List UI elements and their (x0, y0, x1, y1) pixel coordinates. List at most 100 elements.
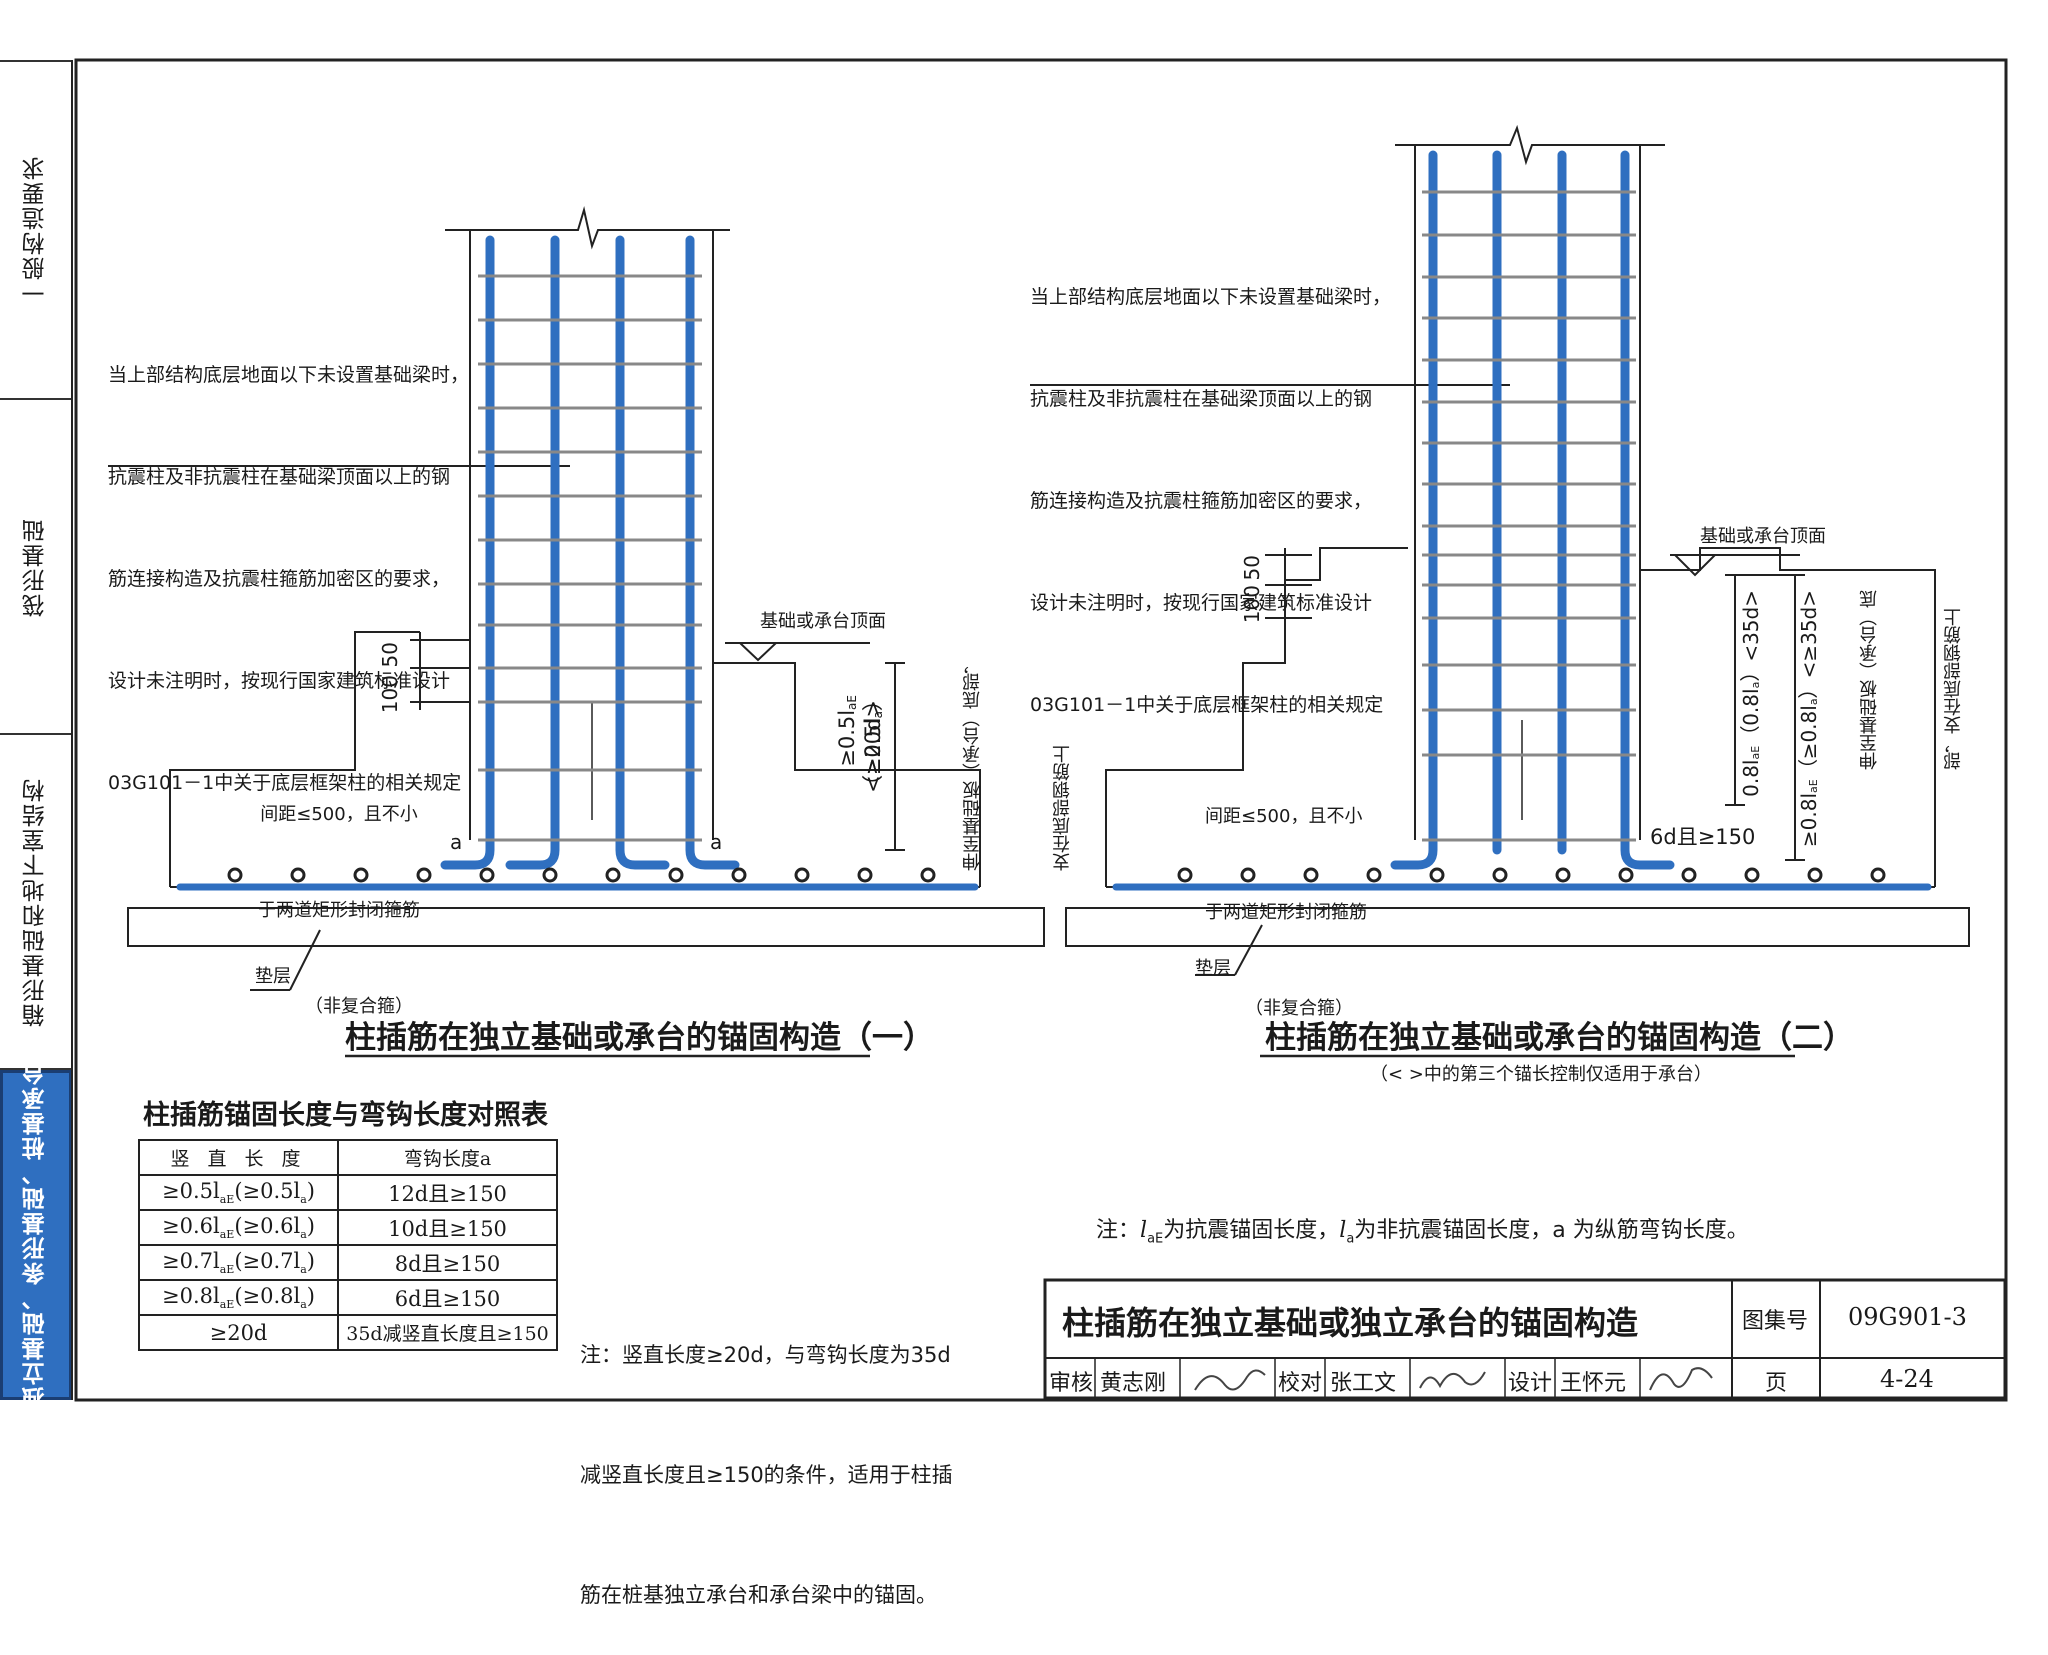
table-cell: 10d且≥150 (337, 1209, 558, 1246)
figure2-spacing: 间距≤500，且不小 于两道矩形封闭箍筋 （非复合箍） (1205, 737, 1367, 1057)
figure1-note: 当上部结构底层地面以下未设置基础梁时， 抗震柱及非抗震柱在基础梁顶面以上的钢 筋… (108, 290, 469, 834)
figure2-rebars (1112, 150, 1932, 891)
cell-text: ) (306, 1248, 315, 1273)
figure1-ties (478, 274, 702, 842)
figure2-anchor-length: 0.8laE（0.8la）<35d> (1712, 590, 1769, 810)
note-line: 筋连接构造及抗震柱箍筋加密区的要求， (1030, 490, 1373, 512)
cell-sub: aE (219, 1228, 235, 1242)
figure2-anchor-desc: 伸至基础板（承台）底 部，支在底部钢筋上 (1800, 590, 1996, 770)
table-title: 柱插筋锚固长度与弯钩长度对照表 (143, 1100, 548, 1131)
sidebar-item-raft[interactable]: 筏形基础 (0, 400, 72, 735)
note-text: 为抗震锚固长度， (1163, 1218, 1340, 1243)
sidebar-item-isolated[interactable]: 独立基础、条形基础、桩基承台 (0, 1060, 72, 1410)
spacing-line: （非复合箍） (1245, 998, 1353, 1019)
table-header: 弯钩长度a (337, 1139, 558, 1176)
cell-text: ≥0.6l (162, 1213, 220, 1238)
cell-sub: aE (219, 1193, 235, 1207)
cell-sub: a (300, 1263, 307, 1277)
note-line: 03G101－1中关于底层框架柱的相关规定 (1030, 694, 1384, 716)
cell-text: ≥0.5l (162, 1178, 220, 1203)
cell-sub: a (300, 1193, 307, 1207)
figure1-anchor-20d: <≥20d> (861, 700, 885, 793)
note-line: 筋连接构造及抗震柱箍筋加密区的要求， (108, 568, 451, 590)
figure1-rebars (176, 235, 979, 891)
main-note: 注：laE为抗震锚固长度，la为非抗震锚固长度，a 为纵筋弯钩长度。 (1082, 1180, 1749, 1256)
figure2-dim-100: 100 (1240, 585, 1264, 624)
table-cell: ≥20d (138, 1314, 339, 1351)
table-cell: ≥0.8laE(≥0.8la) (138, 1279, 339, 1316)
note-line: 当上部结构底层地面以下未设置基础梁时， (108, 364, 470, 386)
note-symbol: l (1339, 1218, 1347, 1243)
note-line: 抗震柱及非抗震柱在基础梁顶面以上的钢 (1030, 388, 1373, 410)
note-symbol: l (1140, 1218, 1148, 1243)
note-line: 减竖直长度且≥150的条件，适用于柱插 (580, 1463, 953, 1487)
cell-sub: a (300, 1228, 307, 1242)
spacing-line: 间距≤500，且不小 (260, 804, 418, 825)
figure1-dim-50: 50 (378, 642, 402, 668)
cell-text: (≥0.7l (234, 1248, 301, 1273)
spacing-line: 间距≤500，且不小 (1205, 806, 1363, 827)
note-text: a 为纵筋弯钩长度。 (1552, 1218, 1749, 1243)
table-cell: 6d且≥150 (337, 1279, 558, 1316)
table-cell: 35d减竖直长度且≥150 (337, 1314, 558, 1351)
figure1-title: 柱插筋在独立基础或承台的锚固构造（一） (345, 1020, 934, 1056)
cell-text: ≥0.7l (162, 1248, 220, 1273)
figure1-dim-100: 100 (378, 675, 402, 714)
anchor-desc-line: 伸至基础板（承台）底部， (962, 655, 983, 871)
anchor-sub: a (1749, 681, 1762, 689)
figure2-top-label: 基础或承台顶面 (1700, 526, 1826, 547)
figure2-subtitle: （< >中的第三个锚长控制仅适用于承台） (1370, 1064, 1712, 1085)
table-cell: ≥0.6laE(≥0.6la) (138, 1209, 339, 1246)
note-line: 设计未注明时，按现行国家建筑标准设计 (1030, 592, 1373, 614)
review-label: 审核 (1049, 1371, 1094, 1396)
figure2-note: 当上部结构底层地面以下未设置基础梁时， 抗震柱及非抗震柱在基础梁顶面以上的钢 筋… (1030, 212, 1391, 756)
table-cell: ≥0.7laE(≥0.7la) (138, 1244, 339, 1281)
atlas-number: 09G901-3 (1848, 1303, 1967, 1331)
cell-text: (≥0.6l (234, 1213, 301, 1238)
cell-sub: aE (219, 1298, 235, 1312)
sidebar-item-box[interactable]: 箱形基础和地下室结构 (0, 735, 72, 1070)
table-header-row: 竖 直 长 度 弯钩长度a (138, 1139, 558, 1176)
anchor-sub: aE (1807, 779, 1820, 793)
cell-text: (≥0.8l (234, 1283, 301, 1308)
table-row: ≥20d 35d减竖直长度且≥150 (138, 1314, 558, 1351)
figure1-hook-a-right: a (710, 830, 723, 854)
cell-text: (≥0.5l (234, 1178, 301, 1203)
figure2-ties (1422, 190, 1636, 842)
cell-sub: aE (219, 1263, 235, 1277)
table-header: 竖 直 长 度 (138, 1139, 339, 1176)
note-sub: aE (1147, 1231, 1164, 1247)
figure1-pad-label: 垫层 (255, 966, 291, 987)
figure2-dim-50: 50 (1240, 555, 1264, 581)
table-row: ≥0.8laE(≥0.8la) 6d且≥150 (138, 1279, 558, 1316)
spacing-line: （非复合箍） (305, 996, 413, 1017)
figure2-title: 柱插筋在独立基础或承台的锚固构造（二） (1265, 1020, 1854, 1056)
figure1-top-label: 基础或承台顶面 (760, 611, 886, 632)
table-row: ≥0.7laE(≥0.7la) 8d且≥150 (138, 1244, 558, 1281)
cell-text: ) (306, 1213, 315, 1238)
cell-text: ) (306, 1178, 315, 1203)
anchor-text: 0.8l (1739, 759, 1763, 797)
note-line: 设计未注明时，按现行国家建筑标准设计 (108, 670, 451, 692)
table-row: ≥0.5laE(≥0.5la) 12d且≥150 (138, 1174, 558, 1211)
note-sub: a (1346, 1231, 1355, 1247)
spacing-line: 于两道矩形封闭箍筋 (258, 900, 420, 921)
anchor-text: （0.8l (1739, 688, 1763, 746)
table-row: ≥0.6laE(≥0.6la) 10d且≥150 (138, 1209, 558, 1246)
title-block-title: 柱插筋在独立基础或独立承台的锚固构造 (1062, 1304, 1639, 1342)
drawing-sheet (71, 58, 2008, 1402)
atlas-label: 图集号 (1742, 1309, 1809, 1334)
note-text: 为非抗震锚固长度， (1354, 1218, 1553, 1243)
figure1-hook-a-left: a (450, 830, 463, 854)
page-number: 4-24 (1880, 1365, 1934, 1393)
figure2-hook-label: 6d且≥150 (1650, 825, 1756, 849)
anchor-text: ≥0.8l (1797, 793, 1821, 848)
sidebar-item-general[interactable]: 一般构造要求 (0, 60, 72, 400)
anchor-sub: aE (1749, 745, 1762, 760)
table-cell: ≥0.5laE(≥0.5la) (138, 1174, 339, 1211)
signatures (1194, 1367, 1713, 1391)
note-line: 03G101－1中关于底层框架柱的相关规定 (108, 772, 462, 794)
figure1-bottom-bars (227, 867, 936, 883)
table-cell: 8d且≥150 (337, 1244, 558, 1281)
check-label: 校对 (1278, 1371, 1323, 1396)
